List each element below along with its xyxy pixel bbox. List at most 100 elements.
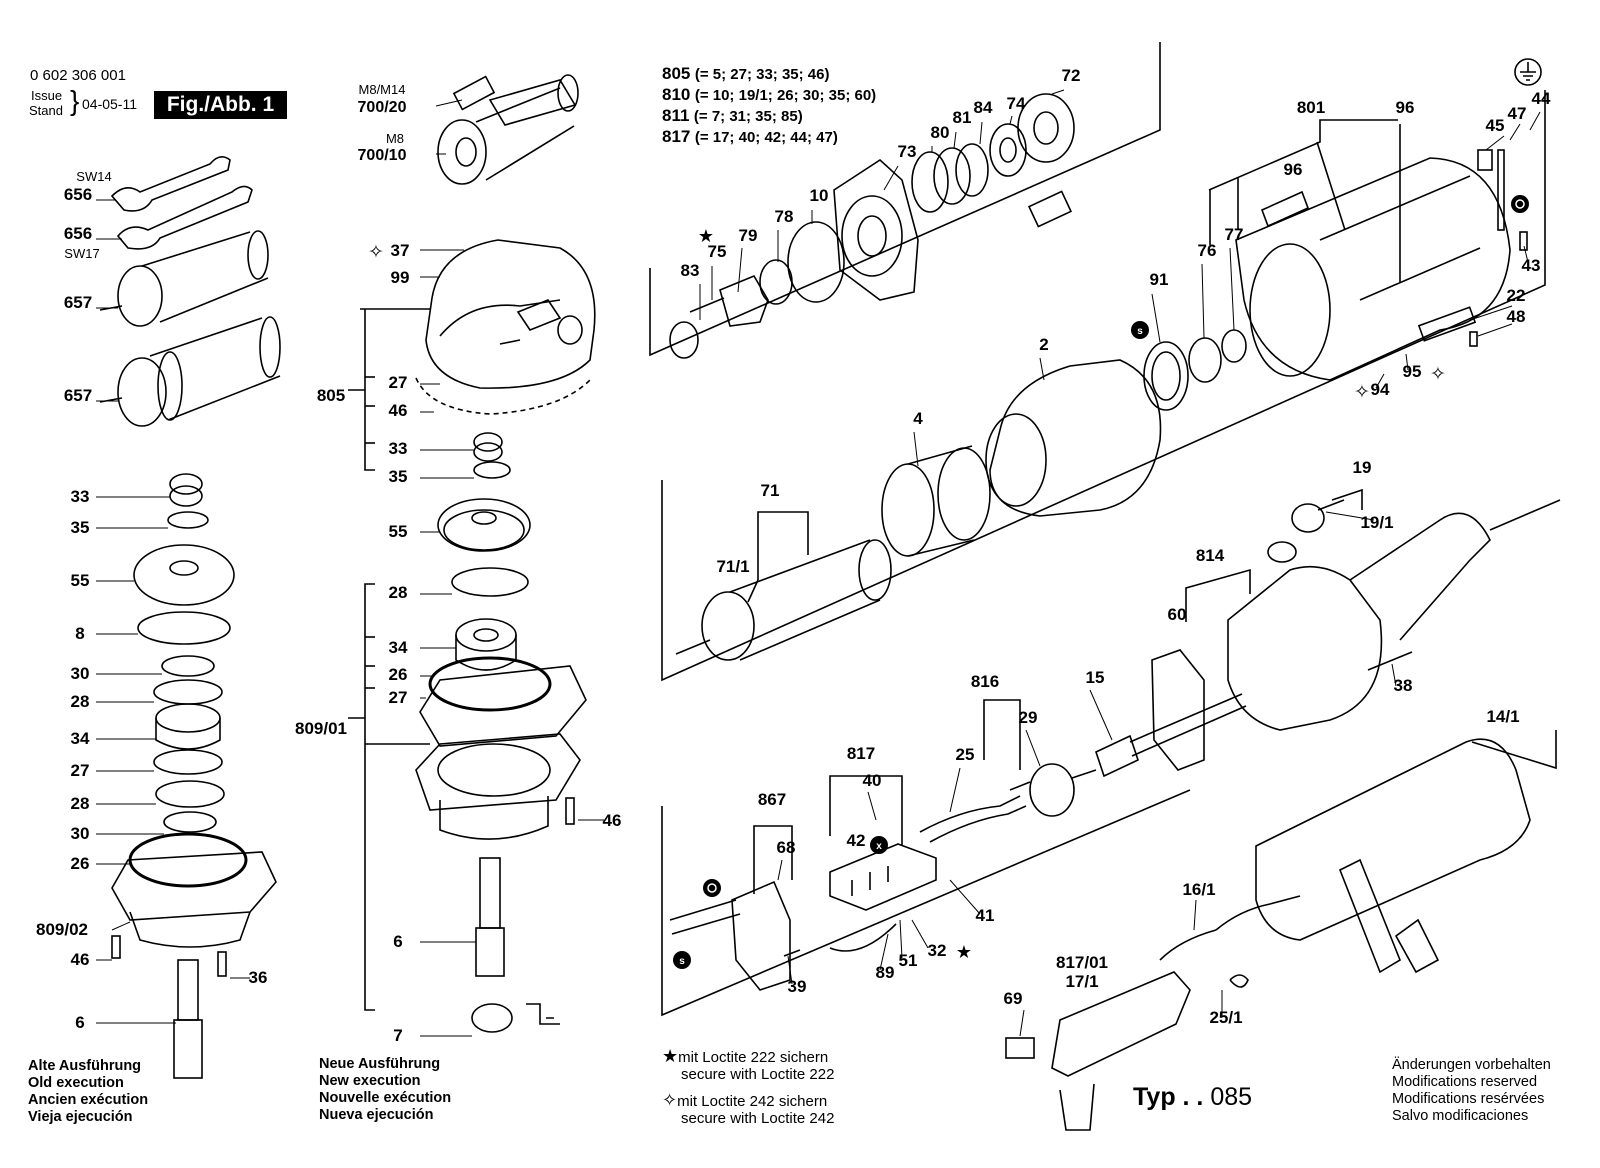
- part-label-99: 99: [391, 268, 410, 287]
- issue-date: 04-05-11: [82, 96, 138, 112]
- spindle-6-new: [475, 857, 505, 977]
- assembly-parts: (= 7; 31; 35; 85): [693, 108, 803, 125]
- symbol-s-top-icon: s: [1131, 321, 1149, 339]
- part-label-96b: 96: [1284, 160, 1303, 179]
- part-label-75: 75: [708, 242, 727, 261]
- note-line: secure with Loctite 222: [681, 1066, 835, 1083]
- wrench-sw14: [110, 156, 231, 212]
- o-ring-10: [787, 221, 845, 303]
- part-label-33b: 33: [71, 487, 90, 506]
- washer-8: [137, 611, 231, 645]
- part-label-71-1: 71/1: [716, 557, 749, 576]
- new-execution-caption: Neue Ausführung New execution Nouvelle e…: [319, 1056, 451, 1124]
- part-label-94: 94: [1371, 380, 1390, 399]
- assembly-number: 817: [662, 127, 691, 146]
- notice-line: Modifications reserved: [1392, 1074, 1538, 1090]
- ring-19-1: [1267, 541, 1297, 563]
- field-2: [985, 359, 1162, 517]
- armature-71: [675, 539, 892, 661]
- part-label-816: 816: [971, 672, 999, 691]
- drawing-number: 0 602 306 001: [30, 67, 126, 84]
- panel-frame-middle: [661, 90, 1546, 682]
- plate-22: [1417, 306, 1477, 342]
- part-label-817-01: 817/01: [1056, 953, 1108, 972]
- handle-700-10: [437, 87, 575, 185]
- part-label-89: 89: [876, 963, 895, 982]
- part-label-84: 84: [974, 98, 993, 117]
- part-label-25-1: 25/1: [1209, 1008, 1242, 1027]
- part-label-25: 25: [956, 745, 975, 764]
- symbol-x-icon: x: [870, 836, 888, 854]
- fan-guide-4: [881, 445, 991, 557]
- part-label-34b: 34: [71, 729, 90, 748]
- caption-line: Alte Ausführung: [28, 1058, 142, 1074]
- hollow-star-icon-37: ✧: [368, 242, 384, 263]
- bracket-805: [364, 309, 375, 471]
- motor-housing-801: [1235, 157, 1511, 381]
- bracket-809-01: [364, 583, 375, 1011]
- part-label-30a: 30: [71, 664, 90, 683]
- bearing-34-new: [455, 618, 517, 671]
- part-69: [1005, 1037, 1035, 1059]
- panel-frame-bottom: [661, 789, 1191, 1017]
- wire-89: [829, 923, 897, 952]
- screw-38: [1367, 651, 1413, 671]
- assembly-row: 817 (= 17; 40; 42; 44; 47): [662, 127, 876, 148]
- assembly-number: 810: [662, 85, 691, 104]
- ring-80: [911, 151, 949, 213]
- part-label-6a: 6: [393, 932, 402, 951]
- symbol-badges: s x s ★ ★ ✧ ✧ ✧: [368, 58, 1542, 969]
- part-label-700-20: 700/20: [358, 99, 407, 116]
- part-label-809-02: 809/02: [36, 920, 88, 939]
- assembly-number: 805: [662, 64, 691, 83]
- hollow-star-icon-94: ✧: [1354, 382, 1370, 403]
- clip-25-1: [1229, 974, 1249, 988]
- ring-28-old-b: [155, 780, 225, 808]
- issue-brace: }: [70, 85, 80, 116]
- ring-91: [1143, 341, 1189, 411]
- part-label-80: 80: [931, 123, 950, 142]
- loctite-note-242: ✧mit Loctite 242 sichern secure with Loc…: [662, 1091, 834, 1127]
- part-label-14-1: 14/1: [1486, 707, 1519, 726]
- o-ring-26-new: [428, 656, 552, 712]
- part-label-83: 83: [681, 261, 700, 280]
- part-label-91: 91: [1150, 270, 1169, 289]
- notice-line: Modifications resérvées: [1392, 1091, 1545, 1107]
- cable-set-25: [919, 795, 1027, 843]
- part-label-m8: M8: [386, 131, 404, 146]
- part-label-656b: 656: [64, 224, 92, 243]
- note-line: mit Loctite 222 sichern: [678, 1049, 829, 1066]
- part-label-73: 73: [898, 142, 917, 161]
- part-label-46b: 46: [603, 811, 622, 830]
- part-label-6b: 6: [75, 1013, 84, 1032]
- connector-867: [669, 880, 791, 991]
- circlip-35-old: [167, 511, 209, 529]
- screw-46-new: [565, 797, 575, 825]
- part-label-700-10: 700/10: [358, 147, 407, 164]
- assembly-row: 805 (= 5; 27; 33; 35; 46): [662, 64, 876, 85]
- part-label-814: 814: [1196, 546, 1225, 565]
- part-label-656a: 656: [64, 185, 92, 204]
- ring-81: [933, 147, 971, 205]
- aux-handle-657-a: [99, 230, 269, 327]
- aux-handle-657-b: [99, 316, 281, 427]
- screw-48: [1469, 331, 1478, 347]
- part-label-26a: 26: [389, 665, 408, 684]
- type-label: Typ . . 085: [1133, 1083, 1252, 1112]
- part-label-15: 15: [1086, 668, 1105, 687]
- star-icon: ★: [662, 1046, 679, 1066]
- part-label-35a: 35: [389, 467, 408, 486]
- ring-77: [1221, 329, 1247, 363]
- spindle-6-old: [173, 959, 203, 1079]
- part-label-801: 801: [1297, 98, 1325, 117]
- part-label-78: 78: [775, 207, 794, 226]
- caption-line: Vieja ejecución: [28, 1109, 133, 1125]
- cover-814: [1227, 512, 1491, 731]
- assembly-number: 811: [662, 106, 690, 125]
- type-number: 085: [1210, 1083, 1253, 1111]
- part-label-16-1: 16/1: [1182, 880, 1215, 899]
- ring-78: [759, 259, 793, 305]
- part-label-42: 42: [847, 831, 866, 850]
- assembly-row: 811 (= 7; 31; 35; 85): [662, 106, 876, 127]
